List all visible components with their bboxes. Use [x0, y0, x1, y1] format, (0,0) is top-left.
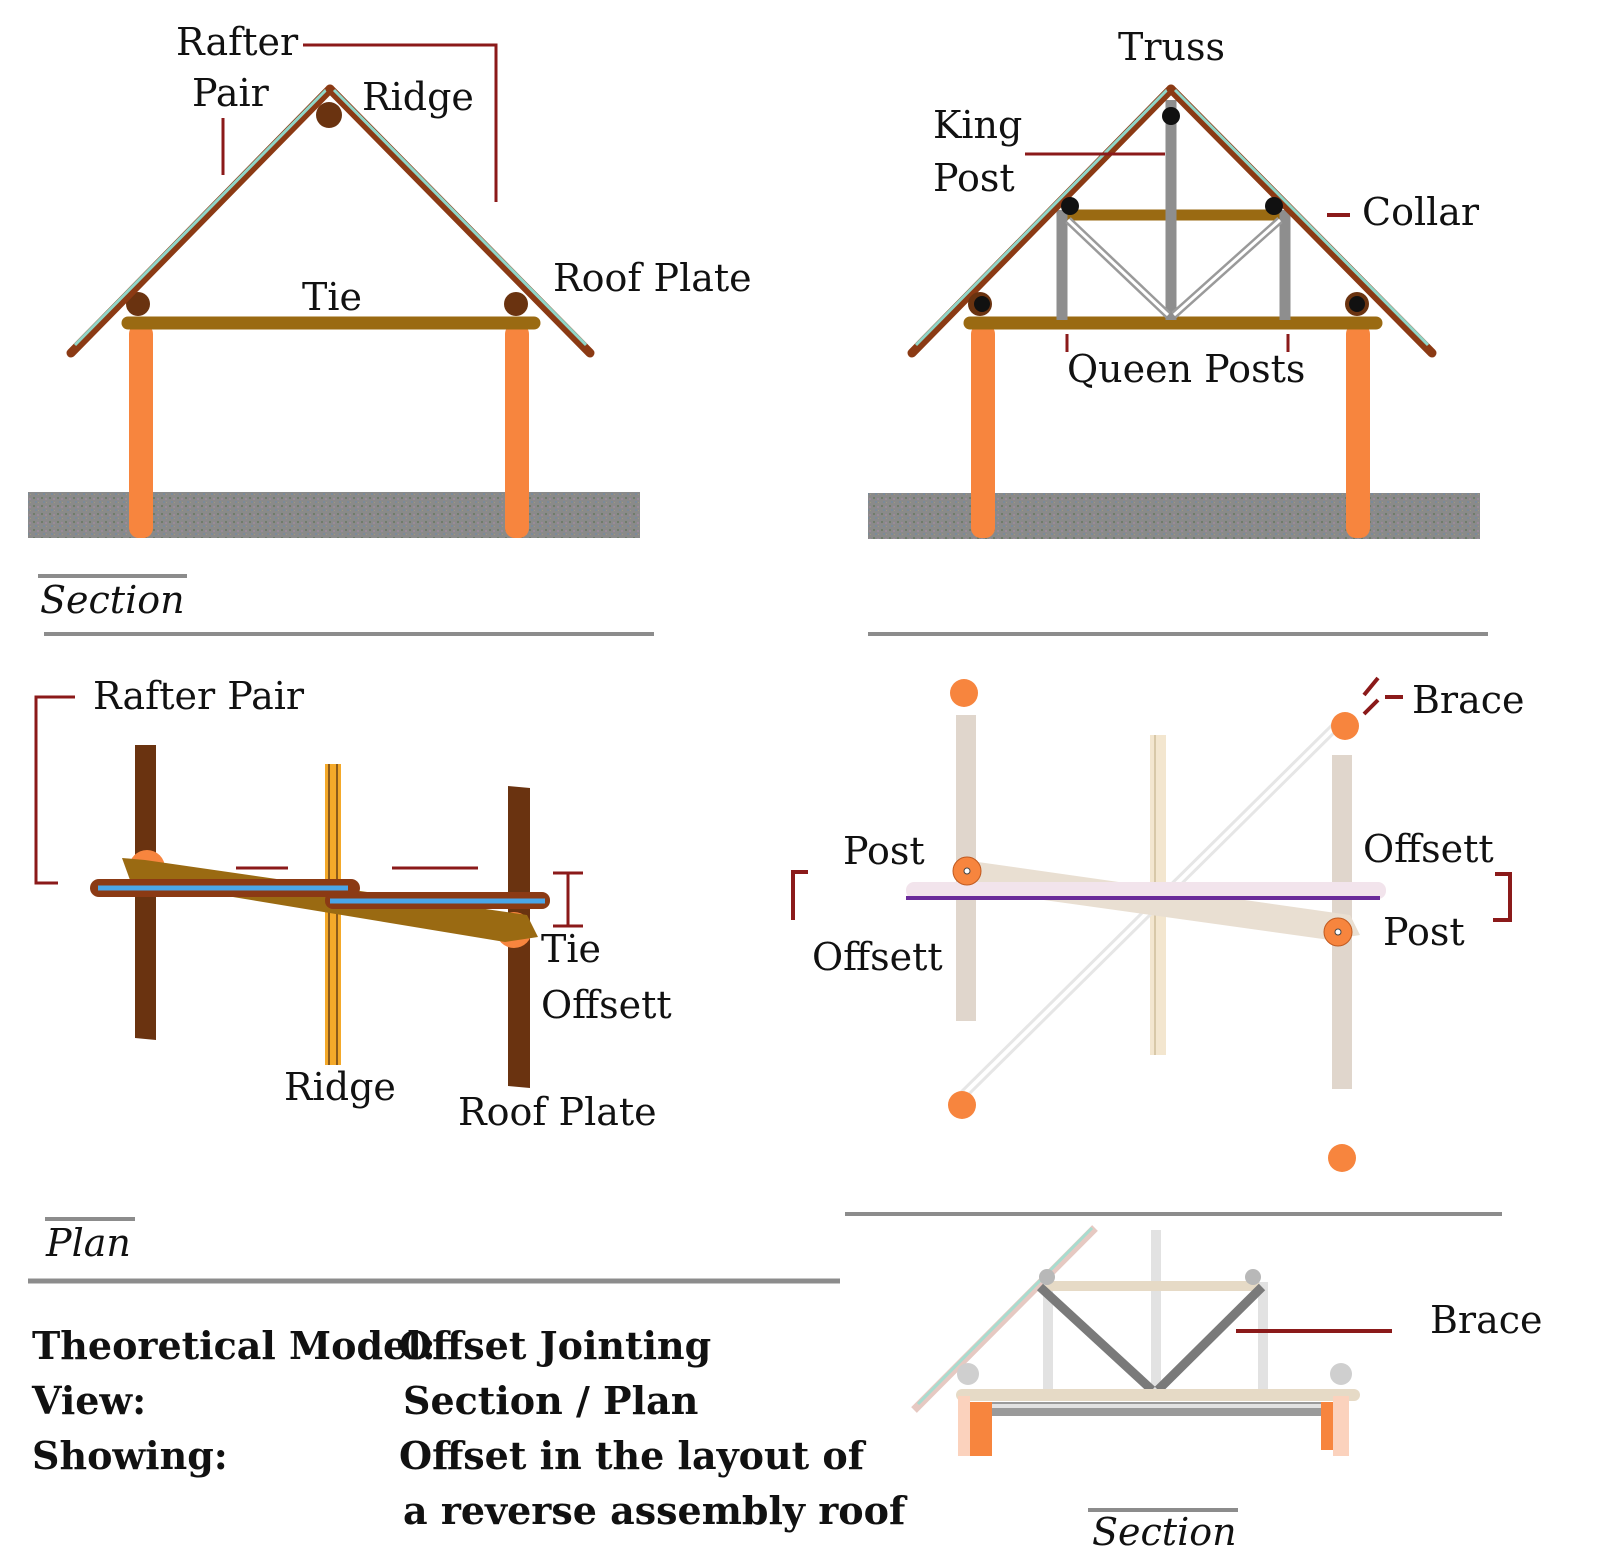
section-truss: Truss King Post Collar Queen Posts [868, 25, 1480, 539]
rafter-left-trim [914, 88, 1169, 347]
post-left [970, 1402, 992, 1456]
desc-val-view: Section / Plan [403, 1378, 698, 1423]
strut-left-hl [1066, 218, 1170, 317]
label-ridge: Ridge [362, 75, 474, 119]
plan-rafter-pair: Rafter Pair Tie Offsett Ridge Roof Plate [34, 674, 672, 1134]
label-queen-posts: Queen Posts [1067, 347, 1305, 391]
label-king: King [933, 103, 1022, 147]
post-top-left [950, 679, 978, 707]
leader-brace [1362, 676, 1403, 716]
label-post-right: Post [1383, 910, 1465, 954]
label-collar: Collar [1362, 190, 1480, 234]
label-post: Post [933, 156, 1015, 200]
faded-tie [955, 862, 1360, 940]
post-offset-left-pin [963, 867, 971, 875]
rafter-right-trim [332, 88, 588, 347]
label-tie: Tie [541, 927, 601, 971]
post-right [1346, 324, 1370, 538]
label-offsett: Offsett [541, 983, 672, 1027]
caption-plan: Plan [45, 1221, 131, 1265]
description-block: Theoretical Model: Offset Jointing View:… [31, 1323, 908, 1533]
section-brace: Brace [911, 1225, 1543, 1456]
ridge-beam [325, 764, 341, 1065]
rafter-left [907, 84, 1176, 358]
faded-plate-right [1330, 1363, 1352, 1385]
purlin-top [1162, 107, 1180, 125]
ground [28, 492, 640, 538]
label-roof-plate: Roof Plate [458, 1090, 657, 1134]
bracket-left [791, 870, 808, 920]
desc-val-showing-2: a reverse assembly roof [403, 1488, 908, 1533]
rafter-right-trim [1173, 88, 1430, 347]
faded-joint-left [1039, 1269, 1055, 1285]
desc-key-view: View: [31, 1378, 146, 1423]
brace-left [1036, 1283, 1156, 1394]
strut-right-hl [1172, 218, 1282, 317]
label-truss: Truss [1118, 25, 1225, 69]
post-brace-top [1331, 712, 1359, 740]
roof-plate-left-inner [974, 296, 990, 312]
roof-plate-left [126, 292, 150, 316]
desc-key-showing: Showing: [32, 1433, 228, 1478]
rafter-left [66, 84, 335, 358]
section-rafter-pair: Rafter Pair Ridge Tie Roof Plate [28, 20, 752, 538]
post-right [1321, 1402, 1333, 1450]
post-left [971, 324, 995, 538]
faded-queen-left [1043, 1282, 1053, 1392]
faded-queen-right [1258, 1282, 1268, 1392]
purlin-left [1061, 197, 1079, 215]
rafter-right [1166, 84, 1437, 358]
leader-rafter-pair [303, 43, 498, 202]
post-left-faded [958, 1396, 970, 1456]
faded-joint-right [1245, 1269, 1261, 1285]
faded-king-post [1151, 1230, 1161, 1390]
rafter-right [325, 84, 595, 358]
bracket-rafter-pair [34, 695, 75, 885]
desc-val-model: Offset Jointing [399, 1323, 711, 1368]
plan-offset-posts: Brace Post Offsett Offsett Post [791, 676, 1525, 1172]
ridge-beam [316, 102, 342, 128]
faded-rafter-trim [916, 1226, 1094, 1406]
roof-plate-right-inner [1349, 296, 1365, 312]
desc-val-showing-1: Offset in the layout of [399, 1433, 867, 1478]
label-tie: Tie [302, 275, 362, 319]
post-brace-bottom [948, 1091, 976, 1119]
label-pair: Pair [192, 71, 270, 115]
offset-bracket-path [553, 871, 583, 928]
faded-rafter [911, 1225, 1098, 1413]
label-brace: Brace [1412, 678, 1525, 722]
label-ridge: Ridge [284, 1065, 396, 1109]
caption-section-bottom: Section [1092, 1510, 1237, 1554]
desc-key-model: Theoretical Model: [32, 1323, 436, 1368]
post-bottom-right [1328, 1144, 1356, 1172]
label-roof-plate: Roof Plate [553, 256, 752, 300]
post-left [129, 324, 153, 538]
post-offset-right-pin [1334, 928, 1342, 936]
ground [868, 493, 1480, 539]
grey-beam-hl [968, 1404, 1336, 1408]
label-offsett-right: Offsett [1363, 827, 1494, 871]
faded-rafter-band [906, 882, 1386, 899]
roof-plate-right [504, 292, 528, 316]
faded-plate-left [957, 1363, 979, 1385]
label-offsett-left: Offsett [812, 935, 943, 979]
bracket-right [1493, 872, 1512, 922]
purlin-right [1265, 197, 1283, 215]
label-rafter: Rafter [176, 20, 299, 64]
rafter-left-trim [73, 88, 328, 347]
label-rafter-pair: Rafter Pair [93, 674, 305, 718]
post-right [505, 324, 529, 538]
label-brace: Brace [1430, 1298, 1543, 1342]
caption-section-top: Section [40, 578, 185, 622]
post-right-faded [1333, 1396, 1349, 1456]
label-post-left: Post [843, 829, 925, 873]
brace-right [1154, 1283, 1266, 1394]
